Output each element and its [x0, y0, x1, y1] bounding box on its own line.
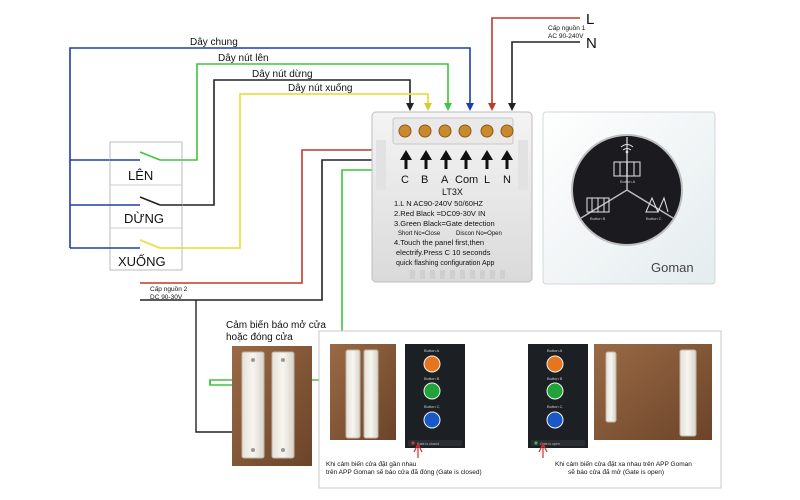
- app-demo-box: Button A Button B Button C Gate is close…: [318, 330, 722, 489]
- app-closed-button-a-label: Button A: [424, 348, 439, 353]
- switch-up-lever: [139, 151, 161, 161]
- arrow-l-icon: [488, 103, 496, 111]
- arrow-common-icon: [466, 103, 474, 111]
- app-screen-closed: Button A Button B Button C Gate is close…: [405, 344, 465, 448]
- switch-stop-label: DỪNG: [124, 211, 164, 226]
- arrow-up-icon: [444, 103, 452, 111]
- app-screen-open: Button A Button B Button C Gate is open: [528, 344, 588, 448]
- gate-icon-c[interactable]: [645, 196, 669, 213]
- module-spec2: 2.Red Black =DC09-30V IN: [394, 209, 486, 218]
- app-open-button-b[interactable]: [546, 382, 564, 400]
- power-n-label: N: [586, 35, 597, 52]
- caption-closed-line1: Khi cảm biến cửa đặt gần nhau: [326, 459, 417, 468]
- gate-icon-a[interactable]: [613, 161, 641, 177]
- panel-button-c[interactable]: Button C: [646, 216, 662, 221]
- down-wire-label: Dây nút xuống: [288, 82, 353, 94]
- panel-button-b[interactable]: Button B: [590, 216, 606, 221]
- arrow-down-icon: [424, 103, 432, 111]
- up-wire: [182, 63, 449, 161]
- power1-line2: AC 90-240V: [548, 33, 584, 40]
- common-wire-label: Dây chung: [190, 37, 238, 48]
- terminal-arrows: [400, 150, 513, 169]
- caption-open-line1: Khi cảm biến cửa đặt xa nhau trên APP Go…: [555, 459, 692, 468]
- module-spec1: 1.L N AC90-240V 50/60HZ: [394, 199, 483, 208]
- app-closed-button-b[interactable]: [423, 382, 441, 400]
- terminal-c: C: [401, 174, 409, 186]
- app-status-closed: Gate is closed: [417, 442, 439, 446]
- sensor-black-wire: [195, 300, 246, 433]
- power1-line1: Cấp nguồn 1: [548, 23, 586, 32]
- module-spec4b: electrify.Press C 10 seconds: [396, 248, 491, 257]
- module-spec4a: 4.Touch the panel first,then: [394, 238, 484, 247]
- module-spec3: 3.Green Black=Gate detection: [394, 219, 495, 228]
- common-wire: [69, 47, 471, 161]
- switch-box: LÊN DỪNG XUỐNG: [69, 141, 183, 271]
- switch-down-label: XUỐNG: [118, 254, 166, 269]
- app-open-button-b-label: Button B: [547, 376, 563, 381]
- gate-icon-b[interactable]: [586, 197, 610, 213]
- power-l-wire: [491, 17, 580, 107]
- terminal-com: Com: [455, 174, 478, 186]
- app-open-button-c-label: Button C: [547, 404, 563, 409]
- power-n-wire: [511, 41, 580, 107]
- power2-line2: DC 90-30V: [150, 294, 183, 301]
- power2-line1: Cấp nguồn 2: [150, 284, 188, 293]
- arrow-stop-icon: [406, 103, 414, 111]
- module-spec3-open: Discon No=Open: [456, 231, 502, 237]
- power2-red-wire: [140, 149, 378, 284]
- sensor-photo: [232, 346, 312, 466]
- terminal-n: N: [503, 174, 511, 186]
- module-model: LT3X: [442, 187, 463, 197]
- module-spec4c: quick flashing configuration App: [396, 260, 495, 267]
- down-wire: [182, 93, 429, 249]
- terminal-b: B: [421, 174, 428, 186]
- app-open-button-a[interactable]: [546, 355, 564, 373]
- arrow-n-icon: [508, 103, 516, 111]
- caption-closed-line2: trên APP Goman sẽ báo cửa đã đóng (Gate …: [326, 468, 482, 476]
- app-closed-button-b-label: Button B: [424, 376, 440, 381]
- app-closed-button-a[interactable]: [423, 355, 441, 373]
- wifi-icon: [620, 144, 634, 154]
- sensor-green-drop: [209, 380, 242, 386]
- app-closed-button-c[interactable]: [423, 411, 441, 429]
- module-spec3-close: Short Nc=Close: [398, 231, 441, 237]
- app-open-button-a-label: Button A: [547, 348, 562, 353]
- closed-pointer-arrow-head-icon: [413, 442, 423, 453]
- sensor-label-line1: Cảm biến báo mở cửa: [226, 319, 326, 331]
- module-vents: [410, 270, 505, 279]
- caption-open-line2: sẽ báo cửa đã mở (Gate is open): [568, 468, 664, 476]
- sensor-label-line2: hoặc đóng cửa: [226, 331, 293, 343]
- power-l-label: L: [586, 11, 594, 28]
- stop-wire: [182, 79, 411, 206]
- switch-up-label: LÊN: [128, 168, 153, 183]
- switch-down-lever: [139, 239, 161, 249]
- sensor-closed-photo: [330, 344, 396, 440]
- sensor-open-photo: [594, 344, 712, 440]
- power2-black-wire: [140, 159, 378, 301]
- terminal-a: A: [441, 174, 449, 186]
- terminal-l: L: [484, 174, 490, 186]
- open-pointer-arrow-head-icon: [538, 442, 548, 453]
- status-closed-led-icon: [411, 441, 415, 445]
- stop-wire-label: Dây nút dừng: [252, 69, 313, 80]
- app-status-open: Gate is open: [540, 442, 560, 446]
- glass-touch-panel: Button A Button B Button C Goman: [542, 111, 716, 285]
- switch-stop-lever: [139, 196, 161, 206]
- status-open-led-icon: [534, 441, 538, 445]
- panel-button-a[interactable]: Button A: [620, 179, 635, 184]
- up-wire-label: Dây nút lên: [218, 53, 269, 64]
- app-closed-button-c-label: Button C: [424, 404, 440, 409]
- terminal-screws: [398, 124, 514, 138]
- lt3x-module: C B A Com L N LT3X 1.L N AC90-240V 50/60…: [371, 111, 533, 283]
- panel-brand: Goman: [651, 260, 694, 275]
- app-open-button-c[interactable]: [546, 411, 564, 429]
